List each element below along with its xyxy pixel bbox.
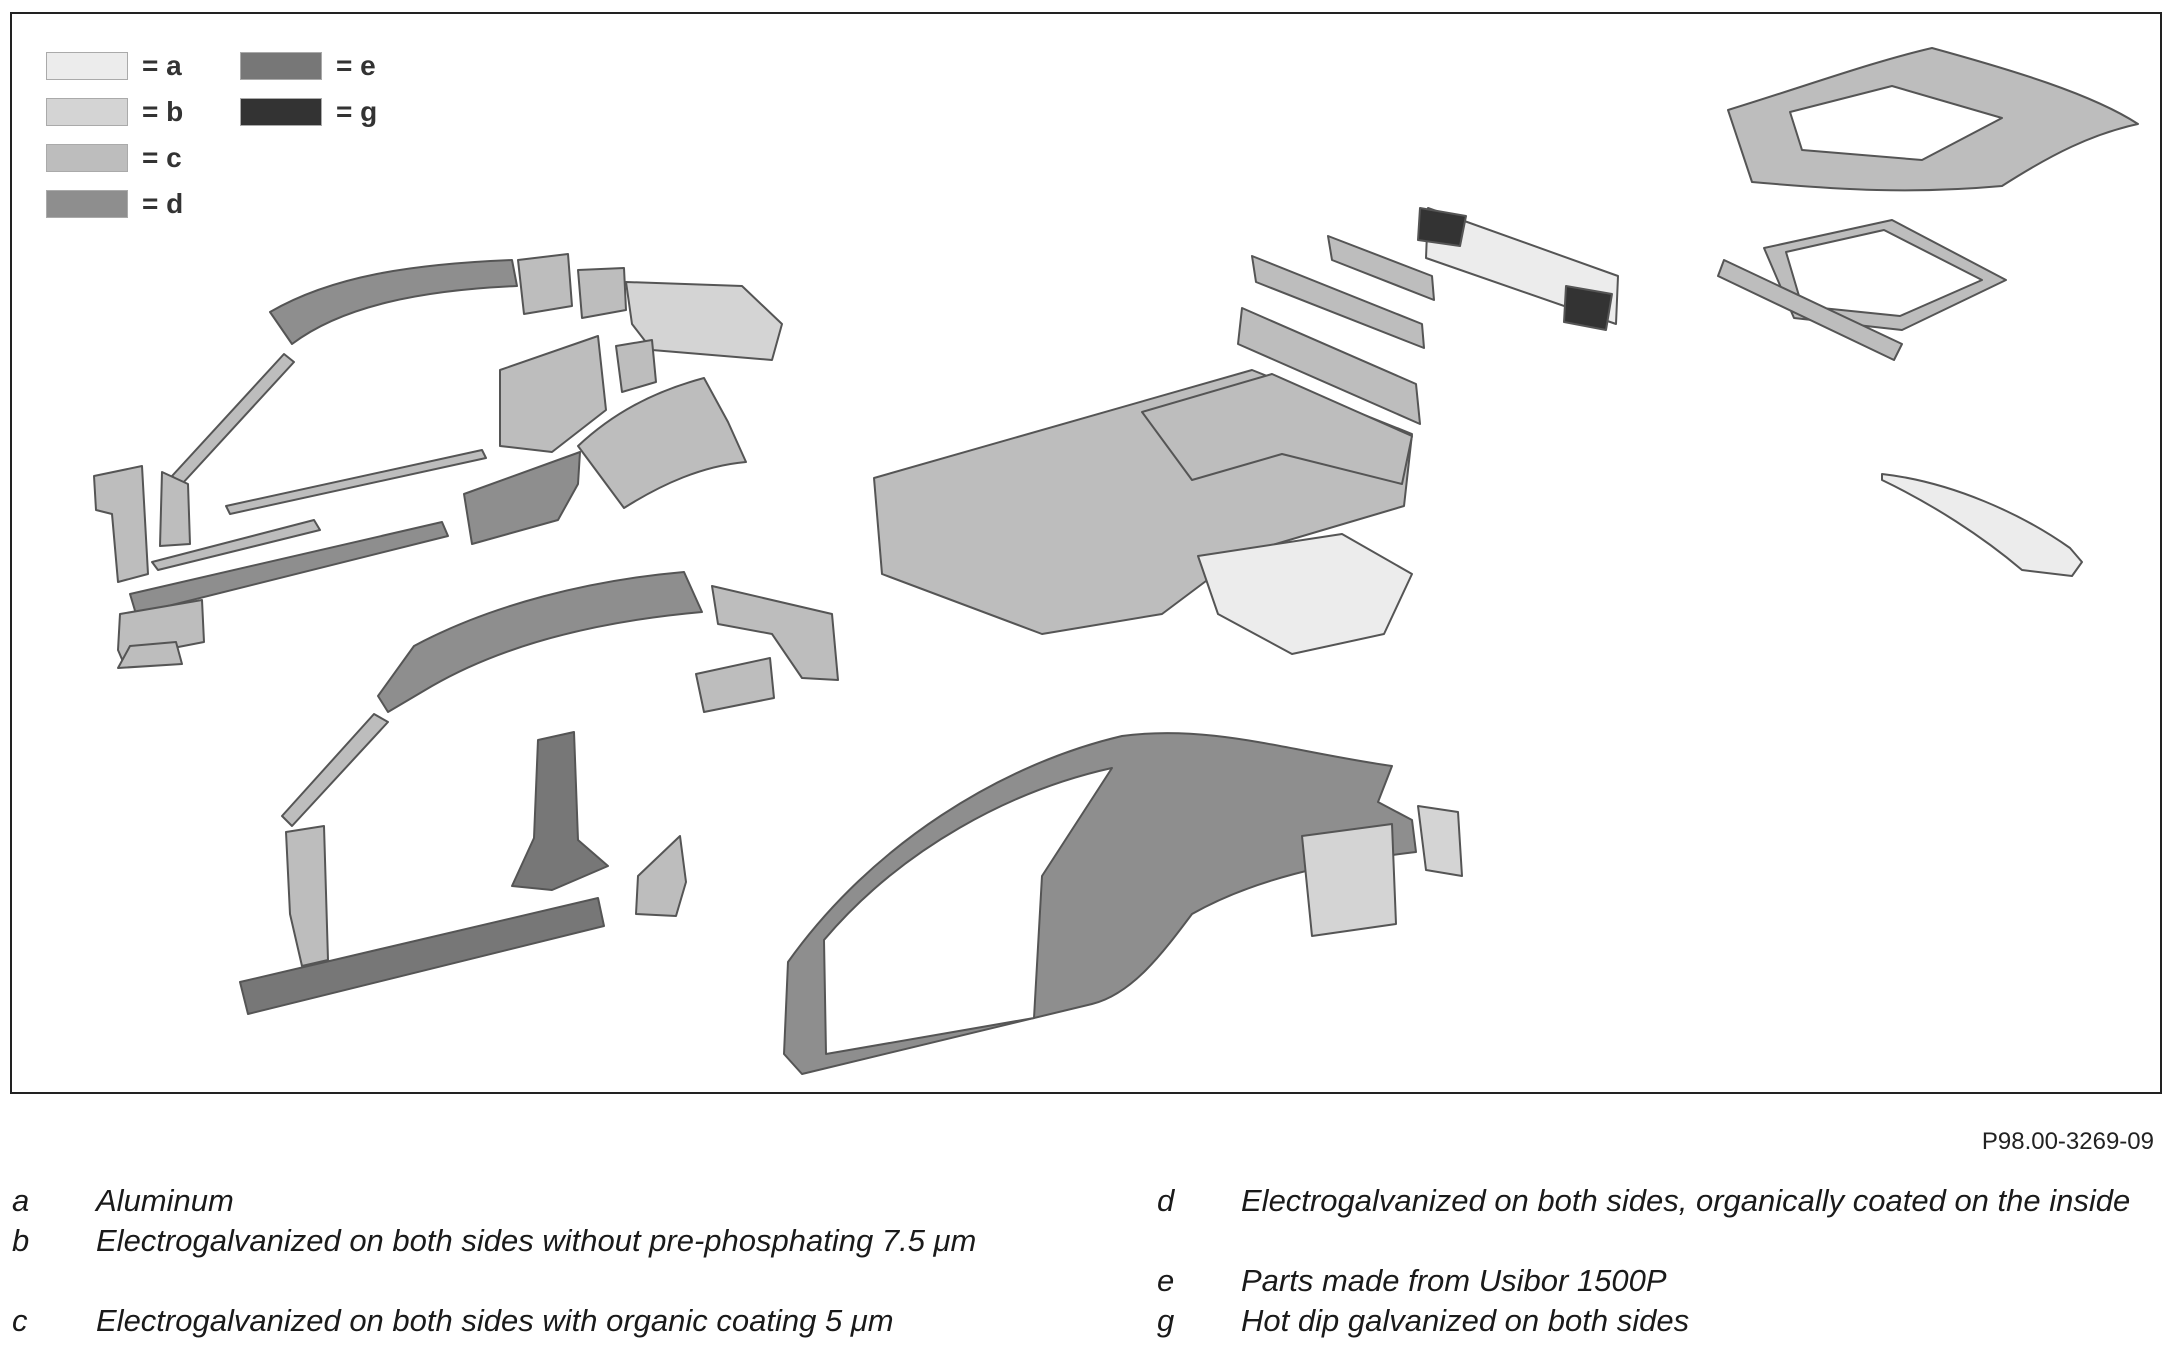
rear-crossmember-2 [1327, 235, 1435, 301]
key-letter: g [1157, 1303, 1175, 1338]
key-letter: a [12, 1183, 30, 1218]
key-description: Hot dip galvanized on both sides [1241, 1303, 1690, 1338]
legend-swatch-e [240, 52, 322, 80]
legend-label-a: = a [142, 50, 182, 81]
inner-quarter-reinforcement [463, 451, 581, 545]
key-letter: c [12, 1303, 28, 1338]
legend-swatch-b [46, 98, 128, 126]
legend-label-e: = e [336, 50, 376, 81]
key-description: Electrogalvanized on both sides without … [96, 1223, 977, 1258]
legend-item-d: = d [46, 188, 183, 220]
trunk-lid-panel [1881, 473, 2083, 577]
inner-wheelhouse-upper [625, 281, 783, 361]
inner-hinge-pillar [93, 465, 149, 583]
legend-label-b: = b [142, 96, 184, 127]
spare-wheel-well [1197, 533, 1413, 655]
roof-bow [1717, 259, 1903, 361]
body-structure-diagram [93, 47, 2139, 1075]
outer-door-opening [823, 767, 1113, 1055]
c-pillar-lower-reinforcement [711, 585, 839, 681]
inner-b-pillar-foot [117, 641, 183, 669]
legend-swatch-g [240, 98, 322, 126]
b-pillar-reinforcement [511, 731, 609, 891]
legend-item-a: = a [46, 50, 182, 82]
inner-rear-rail-bracket [517, 253, 573, 315]
legend-label-c: = c [142, 142, 182, 173]
inner-rocker-lower [151, 519, 321, 571]
legend-label-d: = d [142, 188, 184, 219]
rear-floor-frame [1141, 373, 1413, 485]
roof-rail-reinforcement [377, 571, 703, 713]
key-row-b: b Electrogalvanized on both sides without… [12, 1222, 1096, 1260]
key-letter: b [12, 1223, 30, 1258]
key-description: Parts made from Usibor 1500P [1241, 1263, 1667, 1298]
rear-crossmember-1 [1251, 255, 1425, 349]
bumper-mount-left [1417, 207, 1467, 247]
inner-wheelhouse-arch [577, 377, 747, 509]
legend-item-g: = g [240, 96, 377, 128]
figure-id: P98.00-3269-09 [1981, 1128, 2154, 1155]
key-row-a: a Aluminum [12, 1182, 1096, 1220]
key-description: Electrogalvanized on both sides with org… [96, 1303, 894, 1338]
sunroof-opening [1789, 85, 2003, 161]
rocker-reinforcement [239, 897, 605, 1015]
legend-item-c: = c [46, 142, 182, 174]
inner-quarter-brace [499, 335, 607, 453]
key-row-c: c Electrogalvanized on both sides with or… [12, 1302, 1096, 1340]
legend-item-b: = b [46, 96, 183, 128]
key-letter: e [1157, 1263, 1175, 1298]
tail-lamp-bracket [1417, 805, 1463, 877]
figure-frame: = a = b = c = d = e = g [10, 12, 2162, 1094]
inner-a-pillar-lower [159, 471, 191, 547]
rear-panel [1237, 307, 1421, 425]
key-letter: d [1157, 1183, 1175, 1218]
key-description: Electrogalvanized on both sides, organic… [1241, 1183, 2131, 1218]
inner-c-pillar-bracket [577, 267, 627, 319]
hinge-pillar-reinforcement [285, 825, 329, 967]
inner-wheelhouse-small [615, 339, 657, 393]
b-pillar-bracket [635, 835, 687, 917]
a-pillar-reinforcement [281, 713, 389, 827]
roof-group [1717, 47, 2139, 577]
legend-swatch-a [46, 52, 128, 80]
key-row-g: g Hot dip galvanized on both sides [1157, 1302, 2141, 1340]
key-row-e: e Parts made from Usibor 1500P [1157, 1262, 2141, 1300]
key-row-d: d Electrogalvanized on both sides, organi… [1157, 1182, 2141, 1220]
legend-item-e: = e [240, 50, 376, 82]
inner-side-panel-group [93, 253, 783, 669]
key-description: Aluminum [96, 1183, 234, 1218]
c-pillar-bracket [1301, 823, 1397, 937]
inner-rocker-panel [129, 521, 449, 615]
bumper-mount-right [1563, 285, 1613, 331]
rear-rail-bracket [695, 657, 775, 713]
inner-a-pillar [171, 353, 295, 485]
legend-label-g: = g [336, 96, 378, 127]
inner-sill-strip [225, 449, 487, 515]
legend-swatch-d [46, 190, 128, 218]
side-reinforcement-group [239, 571, 839, 1015]
inner-roof-rail [269, 259, 518, 345]
legend-swatch-c [46, 144, 128, 172]
floor-group [873, 207, 1619, 655]
